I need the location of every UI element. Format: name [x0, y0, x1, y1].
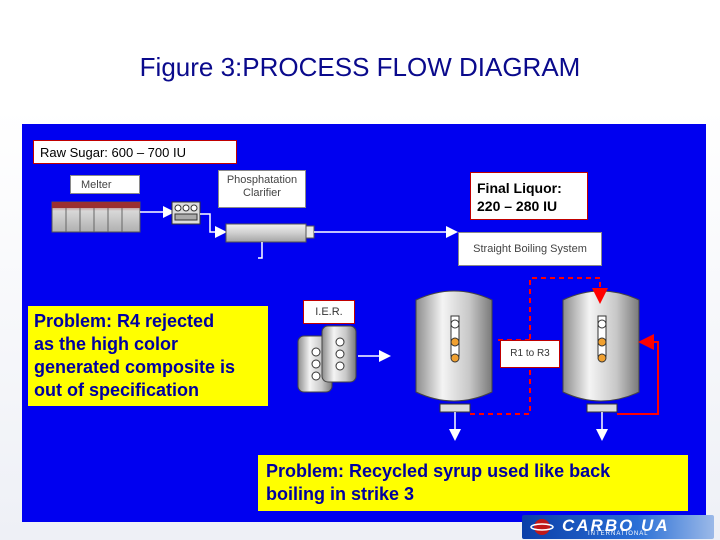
logo-subtext: INTERNATIONAL [588, 531, 649, 537]
return-line-solid [617, 334, 659, 415]
crystallizer-tank-1 [415, 290, 493, 441]
logo-mark-icon [530, 519, 554, 535]
ier-columns [297, 325, 357, 393]
clarifier-label-line2: Clarifier [243, 187, 281, 199]
final-liquor-line1: Final Liquor: [477, 180, 562, 196]
slide-title: Figure 3:PROCESS FLOW DIAGRAM [139, 52, 581, 82]
problem-callout-r4: Problem: R4 rejected as the high color g… [28, 306, 268, 406]
problem-1-line1: Problem: R4 rejected [34, 311, 215, 331]
ier-label: I.E.R. [303, 300, 355, 324]
filter-units [171, 201, 201, 225]
final-liquor-label: Final Liquor: 220 – 280 IU [470, 172, 588, 220]
recycle-line-dashed [470, 277, 608, 415]
problem-1-line2: as the high color [34, 334, 179, 354]
r1-r3-label: R1 to R3 [500, 340, 560, 368]
clarifier-tank [225, 223, 315, 243]
raw-sugar-label: Raw Sugar: 600 – 700 IU [33, 140, 237, 164]
carbo-ua-logo: CARBO UA INTERNATIONAL [522, 515, 714, 539]
crystallizer-tank-2 [562, 290, 640, 441]
flow-filters-to-clarifier [200, 213, 227, 238]
final-liquor-line2: 220 – 280 IU [477, 198, 558, 214]
problem-1-line3: generated composite is [34, 357, 236, 377]
clarifier-label: Phosphatation Clarifier [218, 170, 306, 208]
melter-vessel [51, 201, 141, 233]
melter-label: Melter [70, 175, 140, 194]
problem-2-line2: boiling in strike 3 [266, 484, 415, 504]
problem-2-line1: Problem: Recycled syrup used like back [266, 461, 611, 481]
boiling-system-label: Straight Boiling System [458, 232, 602, 266]
clarifier-label-line1: Phosphatation [226, 174, 298, 186]
problem-1-line4: out of specification [34, 380, 200, 400]
flow-clarifier-to-ier [258, 242, 263, 259]
logo-text: CARBO UA [562, 516, 670, 535]
problem-callout-recycled-syrup: Problem: Recycled syrup used like back b… [258, 455, 688, 511]
